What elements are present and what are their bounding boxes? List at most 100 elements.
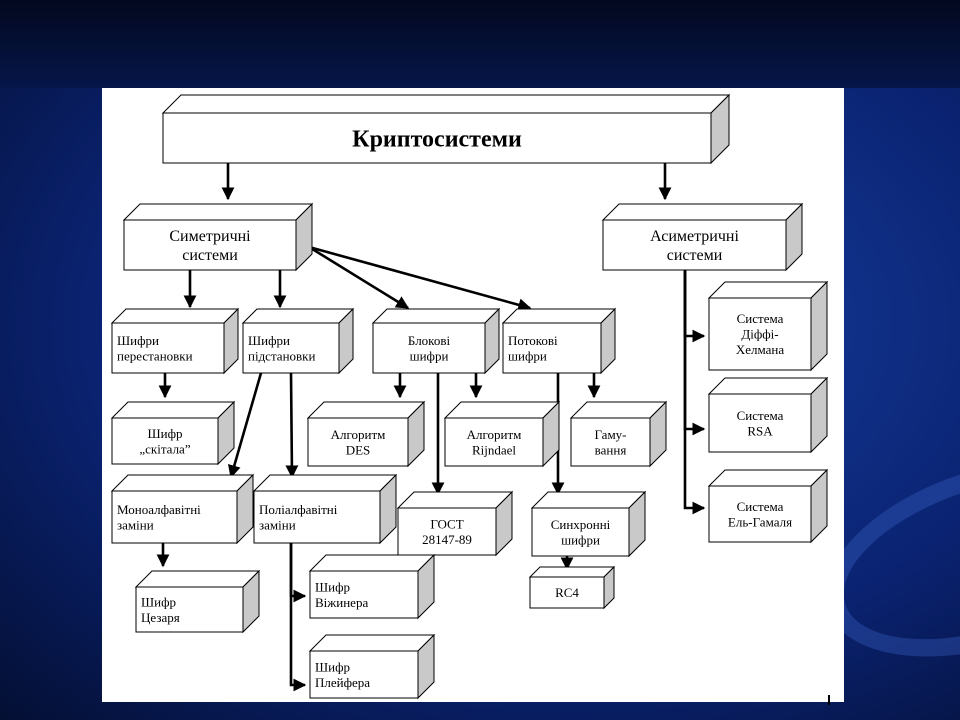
node-label-poly: заміни — [259, 517, 296, 532]
node-label-playfair: Плейфера — [315, 675, 370, 690]
edge-sym-stream — [308, 245, 532, 312]
node-label-perm: перестановки — [117, 348, 193, 363]
node-label-sync: Синхронні — [551, 517, 611, 532]
edge-asym-dh — [683, 270, 706, 436]
node-label-dh: Хелмана — [736, 342, 785, 357]
node-top-face — [306, 401, 426, 419]
node-top-face — [530, 491, 647, 509]
node-label-playfair: Шифр — [315, 659, 350, 674]
node-label-caesar: Шифр — [141, 594, 176, 609]
node-front-face — [135, 586, 244, 633]
node-top-face — [122, 203, 314, 221]
node-label-caesar: Цезаря — [141, 610, 180, 625]
node-label-elg: Ель-Гамаля — [728, 514, 792, 529]
node-top-face — [110, 308, 240, 324]
node-label-asym: системи — [667, 247, 723, 264]
node-skytale: Шифр„скітала” — [110, 400, 236, 466]
node-sym: Симетричні системи — [122, 202, 314, 272]
node-root: Криптосистеми — [161, 93, 731, 165]
node-label-poly: Поліалфавітні — [259, 502, 338, 517]
node-label-vigenere: Віжинера — [315, 595, 368, 610]
node-top-face — [707, 281, 829, 299]
node-top-face — [707, 469, 829, 487]
node-front-face — [307, 417, 409, 467]
node-label-subst: Шифри — [248, 333, 290, 348]
node-front-face — [111, 490, 238, 544]
text-cursor — [828, 695, 830, 705]
node-top-face — [252, 474, 398, 492]
node-label-dh: Діффі- — [741, 327, 778, 342]
node-front-face — [309, 570, 419, 619]
node-front-face — [162, 112, 712, 164]
node-top-face — [110, 401, 236, 419]
node-front-face — [708, 393, 812, 453]
node-label-vigenere: Шифр — [315, 579, 350, 594]
node-top-face — [308, 634, 436, 652]
node-front-face — [397, 507, 497, 556]
node-label-elg: Система — [737, 499, 784, 514]
node-label-gamma: вання — [595, 442, 627, 457]
node-label-gost: ГОСТ — [430, 516, 463, 531]
node-front-face — [111, 417, 219, 465]
node-label-root: Криптосистеми — [352, 126, 522, 152]
node-top-face — [241, 308, 355, 324]
node-front-face — [708, 485, 812, 543]
node-label-rijn: Алгоритм — [467, 427, 522, 442]
node-top-face — [707, 377, 829, 395]
node-front-face — [111, 322, 225, 374]
node-front-face — [372, 322, 486, 374]
node-top-face — [443, 401, 561, 419]
node-label-des: Алгоритм — [331, 427, 386, 442]
edge-subst-mono — [285, 372, 299, 479]
node-label-gost: 28147-89 — [422, 532, 472, 547]
node-front-face — [123, 219, 297, 271]
node-label-sym: системи — [182, 247, 238, 264]
cryptosystems-diagram: КриптосистемиСиметричнісистемиАсиметричн… — [110, 93, 829, 700]
edge-asym-rsa — [683, 270, 706, 515]
node-front-face — [444, 417, 544, 467]
node-front-face — [502, 322, 602, 374]
node-label-sym: Симетричні — [169, 228, 251, 245]
title-band — [0, 0, 960, 88]
edge-sync-rc4 — [683, 270, 706, 343]
node-top-face — [110, 474, 255, 492]
node-top-face — [371, 308, 501, 324]
node-label-des: DES — [346, 442, 371, 457]
node-label-block: Блокові — [408, 333, 451, 348]
node-label-rijn: Rijndael — [472, 442, 516, 457]
node-top-face — [161, 94, 731, 114]
node-label-stream: шифри — [508, 348, 547, 363]
node-front-face — [602, 219, 787, 271]
node-label-subst: підстановки — [248, 348, 315, 363]
node-gamma: Гаму-вання — [569, 400, 668, 468]
node-front-face — [708, 297, 812, 371]
edge-poly-vigenere — [289, 543, 307, 692]
node-top-face — [501, 308, 617, 324]
node-label-gamma: Гаму- — [594, 427, 626, 442]
node-top-face — [396, 491, 514, 509]
node-front-face — [309, 650, 419, 699]
node-front-face — [570, 417, 651, 467]
node-front-face — [531, 507, 630, 557]
node-label-rc4: RC4 — [555, 585, 579, 600]
node-top-face — [528, 566, 616, 578]
node-label-rsa: RSA — [747, 423, 773, 438]
node-top-face — [601, 203, 804, 221]
node-label-sync: шифри — [561, 532, 600, 547]
